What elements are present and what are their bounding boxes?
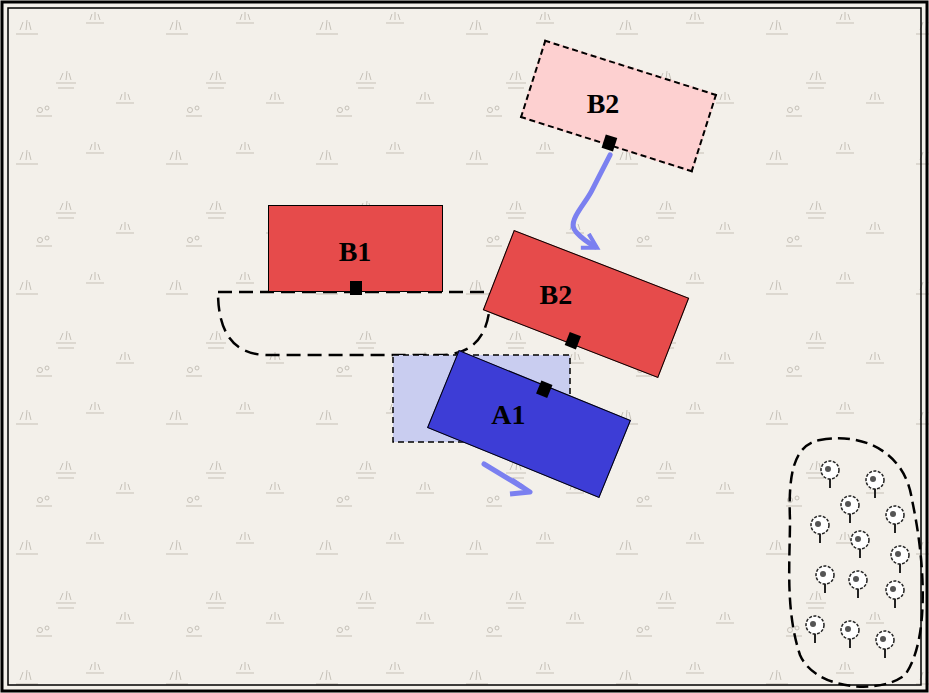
unit-counter: B2 (483, 230, 689, 378)
tree-symbol (811, 516, 829, 543)
move-arrow (573, 155, 610, 247)
tree-symbol (841, 496, 859, 523)
forest-trees (806, 461, 909, 658)
tree-symbol (891, 546, 909, 573)
unit-label: A1 (491, 401, 525, 429)
forest-outline (789, 438, 923, 687)
tree-symbol (816, 566, 834, 593)
move-arrow-head (510, 480, 530, 494)
unit-label: B2 (539, 281, 572, 309)
unit-counter: B2 (519, 40, 716, 173)
tree-symbol (876, 631, 894, 658)
tree-symbol (849, 571, 867, 598)
tree-symbol (866, 471, 884, 498)
tree-symbol (806, 616, 824, 643)
tree-symbol (886, 506, 904, 533)
facing-marker (565, 332, 581, 349)
unit-counter: B1 (268, 205, 443, 292)
unit-label: B1 (339, 238, 372, 266)
facing-marker (601, 134, 617, 151)
tree-symbol (841, 621, 859, 648)
tree-symbol (886, 581, 904, 608)
tree-symbol (851, 531, 869, 558)
tree-symbol (821, 461, 839, 488)
facing-marker (536, 380, 552, 397)
map-frame-inner (8, 8, 921, 685)
unit-label: B2 (586, 90, 619, 118)
facing-marker (350, 281, 362, 295)
zone-of-control (218, 292, 490, 355)
unit-counter: A1 (427, 350, 631, 498)
